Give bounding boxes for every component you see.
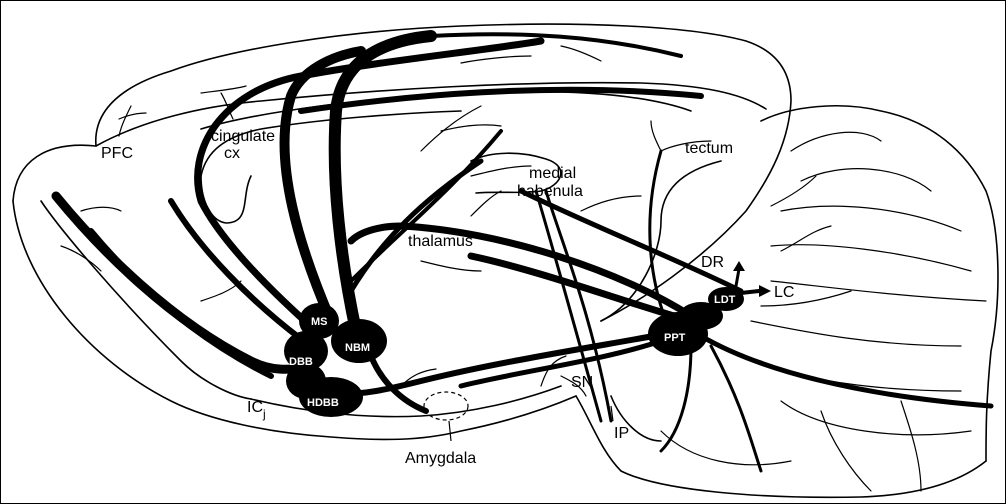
arrowhead-dr xyxy=(733,261,745,271)
amygdala-pointer xyxy=(449,421,451,441)
ldt-label: LDT xyxy=(714,294,736,306)
dbb-label: DBB xyxy=(289,356,313,368)
medial-label: medial xyxy=(529,165,576,182)
ms-label: MS xyxy=(311,316,328,328)
amygdala-label: Amygdala xyxy=(405,450,476,467)
arrowhead-lc xyxy=(759,285,771,297)
hdbb-label: HDBB xyxy=(307,397,339,409)
nbm-label: NBM xyxy=(345,342,370,354)
ppt-label: PPT xyxy=(664,332,686,344)
cingulate-label: cingulate xyxy=(211,128,275,145)
icj-sub: j xyxy=(262,407,266,421)
cx-label: cx xyxy=(224,145,240,162)
terminal-branches xyxy=(61,46,851,396)
dr-label: DR xyxy=(701,254,724,271)
nbm-nucleus xyxy=(331,319,387,363)
tectum-label: tectum xyxy=(685,140,733,157)
sn-label: SN xyxy=(571,374,593,391)
amygdala-outline xyxy=(424,392,468,420)
pfc-label: PFC xyxy=(101,145,133,162)
habenula-label: habenula xyxy=(517,183,583,200)
ip-label: IP xyxy=(614,425,629,442)
lc-label: LC xyxy=(774,284,794,301)
cholinergic-tracts xyxy=(56,34,991,471)
thalamus-label: thalamus xyxy=(408,233,473,250)
icj-main: IC xyxy=(247,399,263,416)
hdbb-nucleus-ext xyxy=(286,363,326,399)
icj-label: ICj xyxy=(247,399,266,421)
